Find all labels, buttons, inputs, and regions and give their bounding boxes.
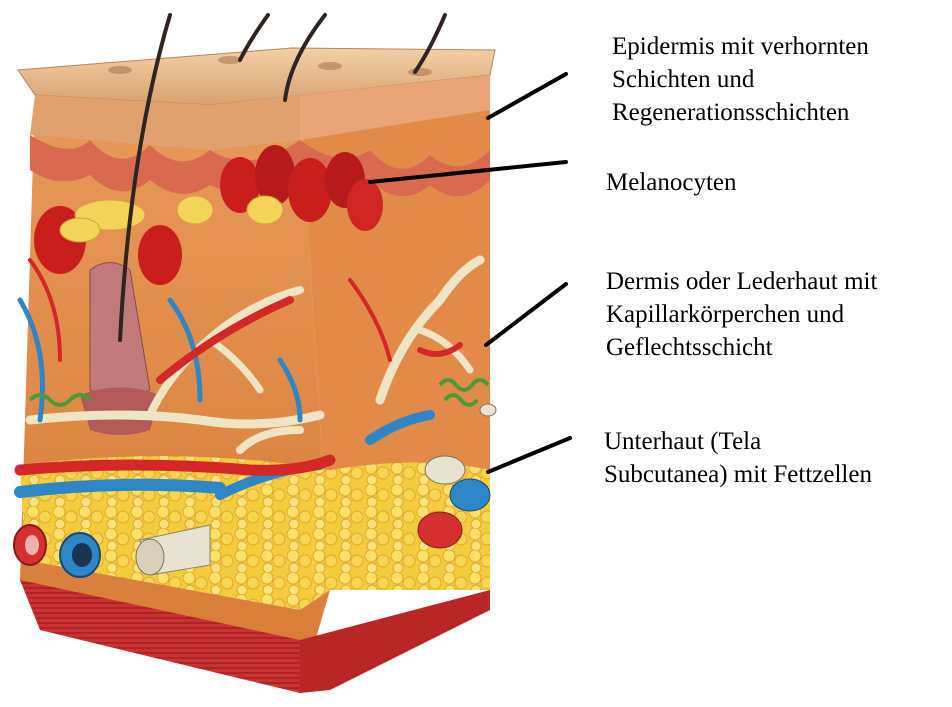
- label-dermis-line-3: Geflechtsschicht: [606, 331, 877, 364]
- label-epidermis: Epidermis mit verhornten Schichten und R…: [612, 30, 869, 129]
- leader-line-epidermis: [488, 74, 566, 118]
- leader-line-dermis: [486, 284, 566, 345]
- label-melanocytes-line-1: Melanocyten: [606, 166, 737, 199]
- label-dermis-line-1: Dermis oder Lederhaut mit: [606, 265, 877, 298]
- label-epidermis-line-2: Schichten und: [612, 63, 869, 96]
- label-epidermis-line-3: Regenerationsschichten: [612, 96, 869, 129]
- label-subcutis: Unterhaut (Tela Subcutanea) mit Fettzell…: [604, 425, 872, 491]
- label-epidermis-line-1: Epidermis mit verhornten: [612, 30, 869, 63]
- label-subcutis-line-2: Subcutanea) mit Fettzellen: [604, 458, 872, 491]
- label-dermis-line-2: Kapillarkörperchen und: [606, 298, 877, 331]
- label-subcutis-line-1: Unterhaut (Tela: [604, 425, 872, 458]
- leader-line-subcutis: [488, 438, 570, 472]
- label-melanocytes: Melanocyten: [606, 166, 737, 199]
- label-dermis: Dermis oder Lederhaut mit Kapillarkörper…: [606, 265, 877, 364]
